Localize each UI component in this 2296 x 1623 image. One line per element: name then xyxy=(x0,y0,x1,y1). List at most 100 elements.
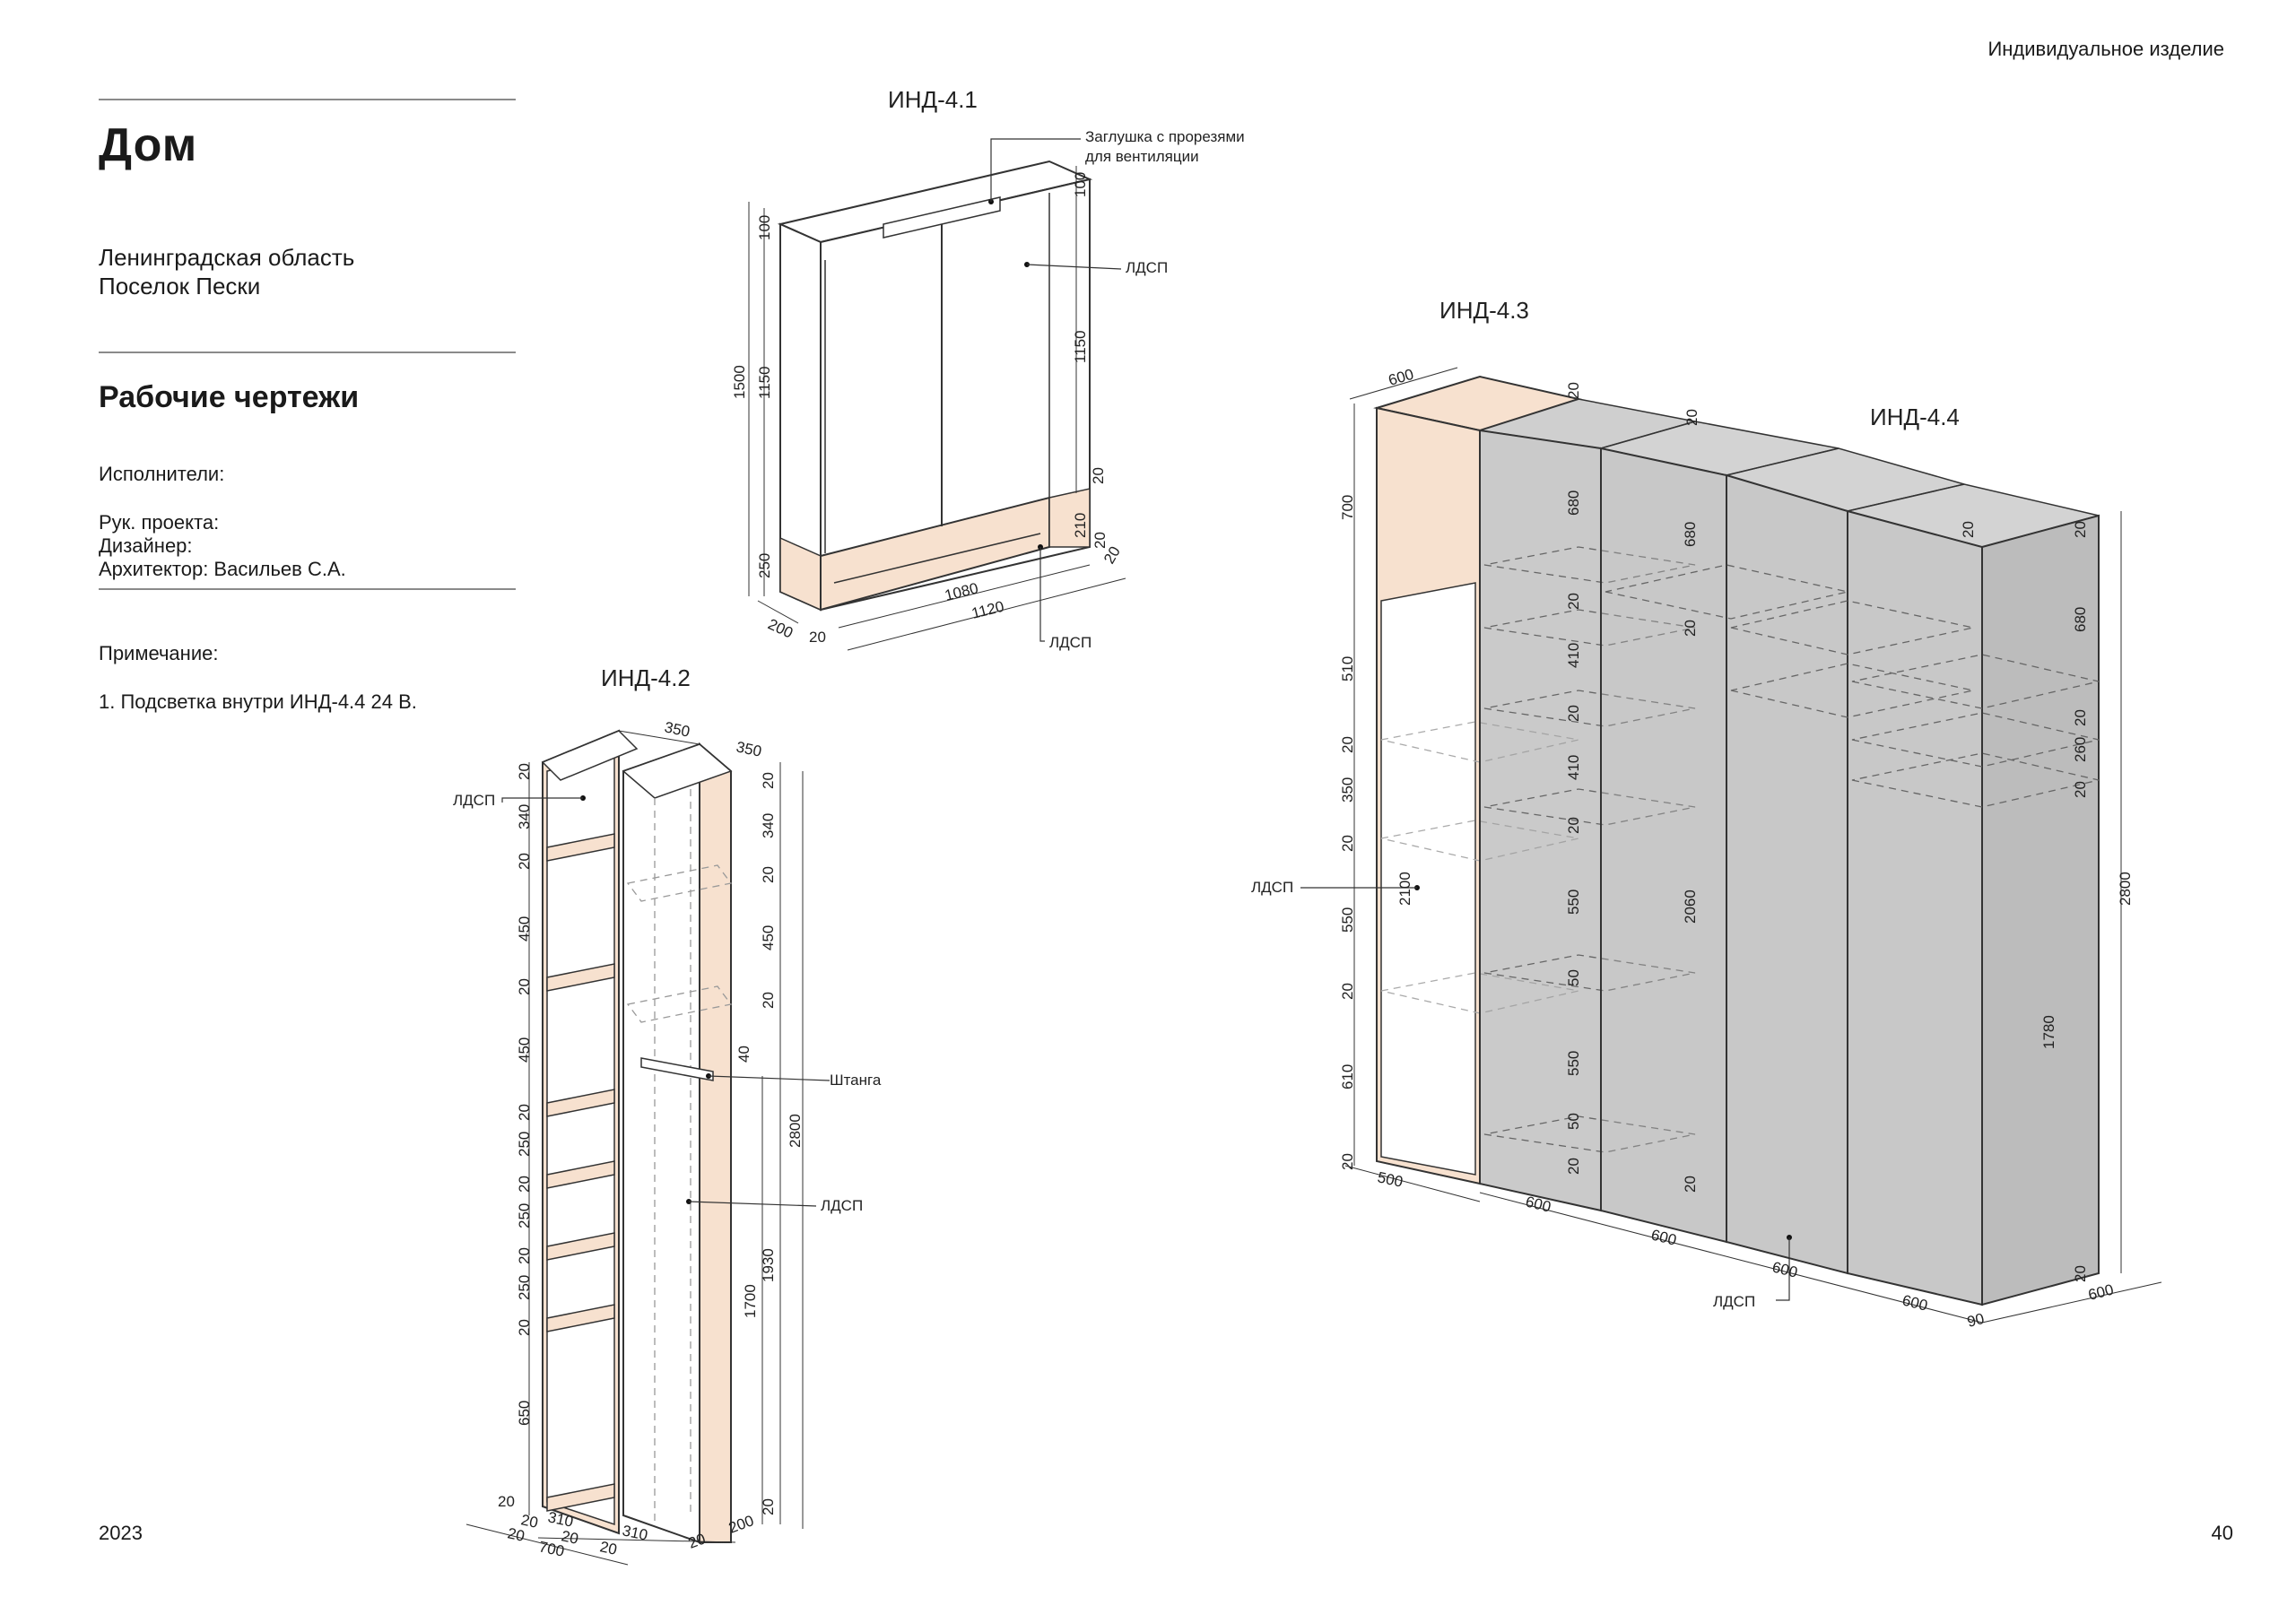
dim-210: 210 xyxy=(1072,513,1089,538)
dim-i-5: 410 xyxy=(1565,755,1582,780)
callout-leader xyxy=(1039,547,1045,642)
wardrobe-lower-opening xyxy=(1380,582,1476,1176)
drawing-ind-4-3: ИНД-4.3 ЛДСП 600 20 700 510 20 350 20 55… xyxy=(1251,297,1696,1225)
dim-i-4: 20 xyxy=(1565,705,1582,722)
callout-ldsp: ЛДСП xyxy=(1251,879,1293,896)
dim-left-7: 250 xyxy=(516,1132,533,1157)
callout-rod: Штанга xyxy=(830,1072,882,1089)
callout-ldsp: ЛДСП xyxy=(1713,1293,1755,1310)
dim-20: 20 xyxy=(809,629,826,646)
divider-top xyxy=(99,99,516,100)
dim-right-1: 340 xyxy=(760,813,777,838)
callout-vent-line2: для вентиляции xyxy=(1085,148,1199,165)
dim-right-9: 20 xyxy=(760,1498,777,1515)
dim-h-7: 610 xyxy=(1339,1064,1356,1089)
gray-section-front xyxy=(1847,509,1983,1306)
dim-left-10: 20 xyxy=(516,1247,533,1264)
niche-shelf xyxy=(833,533,1041,584)
dim-20-right: 20 xyxy=(1090,467,1107,484)
dim-20-right-b: 20 xyxy=(1091,532,1109,549)
hidden-shelf xyxy=(1380,820,1579,862)
dim-left-1: 340 xyxy=(516,804,533,829)
dim-left-3: 450 xyxy=(516,916,533,942)
drawing-label-ind-4-1: ИНД-4.1 xyxy=(888,86,978,113)
gray-section-front xyxy=(1726,473,1848,1275)
dim-left-4: 20 xyxy=(516,978,533,995)
hidden-shelf xyxy=(1851,712,2100,768)
dim-1500: 1500 xyxy=(731,365,748,399)
dim-i-3: 410 xyxy=(1565,643,1582,668)
callout-leader xyxy=(688,1201,817,1207)
dim-1150: 1150 xyxy=(756,366,773,399)
dim-left-14: 20 xyxy=(498,1493,515,1510)
dim-h-0: 700 xyxy=(1339,495,1356,520)
dim-h-1: 510 xyxy=(1339,656,1356,681)
dim-bottom-4: 20 xyxy=(598,1538,618,1558)
shelf xyxy=(546,1304,615,1332)
drawing-label-ind-4-4: ИНД-4.4 xyxy=(1870,404,1960,430)
project-year: 2023 xyxy=(99,1522,143,1544)
dim-in-6: 20 xyxy=(2072,709,2089,726)
dim-350-b: 350 xyxy=(735,738,763,759)
callout-leader xyxy=(1776,1237,1790,1301)
callout-ldsp-top: ЛДСП xyxy=(1126,259,1168,276)
dim-right-3: 450 xyxy=(760,925,777,950)
dim-i-6: 20 xyxy=(1565,817,1582,834)
shelf xyxy=(546,1232,615,1261)
divider-middle xyxy=(99,352,516,353)
drawing-ind-4-4: ИНД-4.4 ЛДСП 20 20 680 20 2060 20 20 xyxy=(1600,404,2162,1331)
divider-bottom xyxy=(99,588,516,590)
hidden-shelf xyxy=(1851,654,2100,709)
dim-in-1: 20 xyxy=(1682,620,1699,637)
notes-label: Примечание: xyxy=(99,642,219,664)
dim-in-7: 260 xyxy=(2072,737,2089,762)
dim-b-3: 90 xyxy=(1965,1310,1986,1331)
dim-left-6: 20 xyxy=(516,1104,533,1121)
wardrobe-front xyxy=(622,742,700,1544)
dim-100-right: 100 xyxy=(1072,172,1089,197)
dim-bottom-6: 20 xyxy=(506,1524,526,1545)
dim-h-3: 350 xyxy=(1339,777,1356,803)
dim-top-0: 20 xyxy=(1683,409,1700,426)
hidden-shelf xyxy=(1730,663,1974,718)
dim-line xyxy=(1479,1192,1602,1225)
wardrobe-top xyxy=(622,743,733,799)
dim-left-13: 650 xyxy=(516,1401,533,1426)
dim-b-1: 600 xyxy=(1770,1258,1799,1280)
dim-h-6: 20 xyxy=(1339,983,1356,1000)
dim-i-7: 550 xyxy=(1565,890,1582,915)
dim-in-0: 680 xyxy=(1682,522,1699,547)
dim-line xyxy=(838,564,1091,629)
dim-bottom-500: 500 xyxy=(1376,1168,1405,1190)
page-number: 40 xyxy=(2211,1522,2233,1544)
callout-vent-line1: Заглушка с прорезями xyxy=(1085,128,1245,145)
dim-line xyxy=(465,1523,629,1566)
dim-h-5: 550 xyxy=(1339,907,1356,933)
dim-right-4: 20 xyxy=(760,992,777,1009)
dim-in-2: 2060 xyxy=(1682,890,1699,924)
dim-250: 250 xyxy=(756,553,773,578)
product-type: Индивидуальное изделие xyxy=(1987,38,2224,60)
dim-b-2: 600 xyxy=(1900,1291,1929,1314)
dim-left-5: 450 xyxy=(516,1037,533,1063)
drawing-ind-4-1: ИНД-4.1 Заглушка с прорезями для вентиля… xyxy=(731,86,1245,651)
dim-right-8: 1700 xyxy=(742,1284,759,1318)
dim-right-7: 1930 xyxy=(760,1248,777,1282)
dim-in-9: 1780 xyxy=(2040,1015,2057,1049)
callout-ldsp-2: ЛДСП xyxy=(821,1197,863,1214)
hidden-shelf xyxy=(1730,600,1974,655)
hidden-shelf xyxy=(1380,721,1579,763)
note-item: 1. Подсветка внутри ИНД-4.4 24 В. xyxy=(99,690,417,713)
dim-in-5: 680 xyxy=(2072,607,2089,632)
dim-line xyxy=(1600,1223,1983,1324)
dim-right-0: 20 xyxy=(760,772,777,789)
dim-left-2: 20 xyxy=(516,853,533,870)
drawing-label-ind-4-3: ИНД-4.3 xyxy=(1439,297,1529,324)
address-settlement: Поселок Пески xyxy=(99,273,261,299)
dim-i-9: 550 xyxy=(1565,1051,1582,1076)
dim-h-4: 20 xyxy=(1339,835,1356,852)
dim-i-11: 20 xyxy=(1565,1158,1582,1175)
shelf xyxy=(546,1160,615,1189)
team-architect: Архитектор: Васильев С.А. xyxy=(99,558,346,580)
